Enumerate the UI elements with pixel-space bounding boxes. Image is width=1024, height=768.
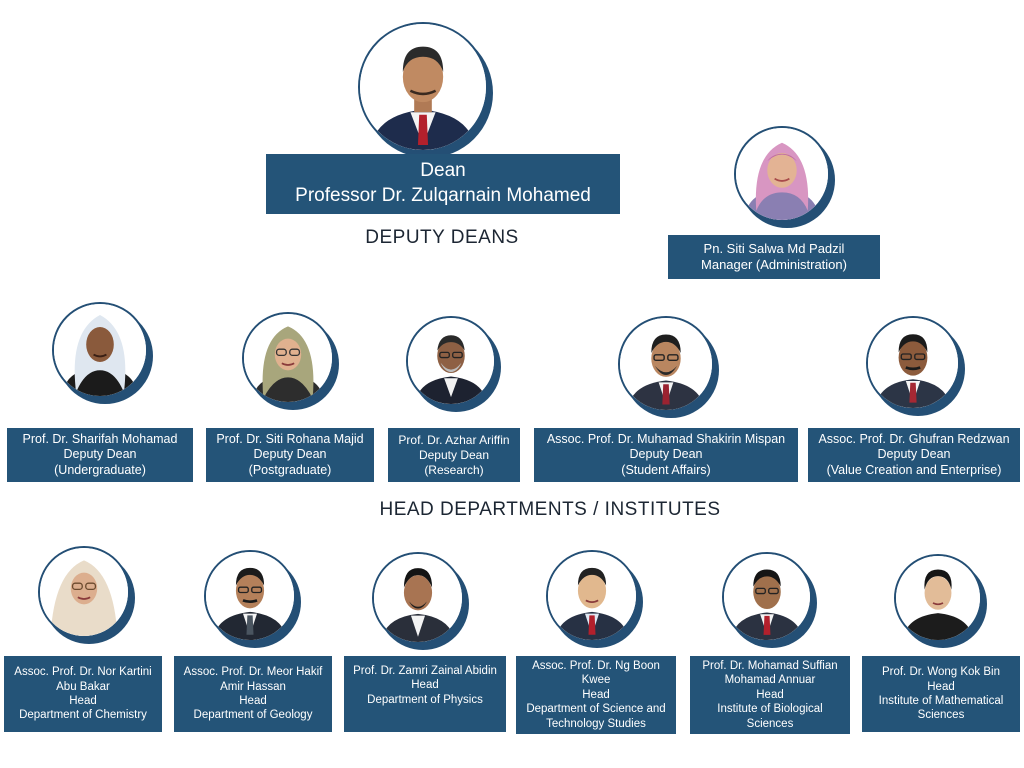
head-name: Prof. Dr. Mohamad Suffian (702, 660, 838, 673)
deputy-unit: (Undergraduate) (54, 462, 146, 477)
deputy-unit: (Research) (424, 462, 484, 477)
person-portrait-icon (548, 552, 636, 640)
head-photo-6 (894, 554, 982, 642)
person-portrait-icon (244, 314, 332, 402)
manager-card: Pn. Siti Salwa Md Padzil Manager (Admini… (668, 235, 880, 279)
head-name: Prof. Dr. Wong Kok Bin (881, 666, 1001, 679)
head-role: Head (756, 688, 784, 701)
head-role: Head (69, 695, 97, 707)
deputy-card-3: Prof. Dr. Azhar Ariffin Deputy Dean (Res… (388, 428, 520, 482)
head-name: Assoc. Prof. Dr. Meor Hakif (183, 666, 323, 679)
dean-card: Dean Professor Dr. Zulqarnain Mohamed (266, 154, 620, 214)
head-role: Head (239, 695, 267, 707)
deputy-card-4: Assoc. Prof. Dr. Muhamad Shakirin Mispan… (534, 428, 798, 482)
deputy-role: Deputy Dean (877, 447, 951, 462)
deputy-card-5: Assoc. Prof. Dr. Ghufran Redzwan Deputy … (808, 428, 1020, 482)
head-unit-cont: Sciences (746, 717, 794, 730)
head-name-cont: Kwee (581, 674, 611, 687)
deputy-card-2: Prof. Dr. Siti Rohana Majid Deputy Dean … (206, 428, 374, 482)
head-photo-1 (38, 546, 130, 638)
head-card-6: Prof. Dr. Wong Kok Bin Head Institute of… (862, 656, 1020, 732)
head-unit-cont: Sciences (917, 709, 965, 722)
head-unit: Institute of Mathematical (878, 695, 1004, 707)
deputy-name: Prof. Dr. Sharifah Mohamad (22, 431, 178, 446)
deputy-unit: (Postgraduate) (248, 462, 332, 477)
person-portrait-icon (360, 24, 486, 150)
deputy-name: Assoc. Prof. Dr. Ghufran Redzwan (818, 431, 1010, 446)
head-card-2: Assoc. Prof. Dr. Meor Hakif Amir Hassan … (174, 656, 332, 732)
head-name-cont: Abu Bakar (56, 680, 110, 693)
deputy-role: Deputy Dean (418, 447, 490, 462)
head-photo-2 (204, 550, 296, 642)
head-photo-3 (372, 552, 464, 644)
person-portrait-icon (40, 548, 128, 636)
deputy-name: Prof. Dr. Siti Rohana Majid (216, 431, 364, 446)
head-unit-cont: Technology Studies (546, 717, 646, 730)
person-portrait-icon (868, 318, 958, 408)
deputy-role: Deputy Dean (63, 447, 137, 462)
deputy-unit: (Student Affairs) (621, 462, 711, 477)
head-name-cont: Mohamad Annuar (724, 674, 816, 687)
deputy-photo-5 (866, 316, 960, 410)
head-role: Head (411, 679, 439, 692)
head-unit: Department of Geology (193, 709, 313, 722)
person-portrait-icon (408, 318, 494, 404)
deputy-unit: (Value Creation and Enterprise) (826, 462, 1002, 477)
dean-photo (358, 22, 488, 152)
head-card-1: Assoc. Prof. Dr. Nor Kartini Abu Bakar H… (4, 656, 162, 732)
person-portrait-icon (206, 552, 294, 640)
head-role: Head (927, 680, 955, 693)
person-portrait-icon (896, 556, 980, 640)
head-name: Assoc. Prof. Dr. Nor Kartini (14, 666, 152, 679)
deputy-name: Assoc. Prof. Dr. Muhamad Shakirin Mispan (546, 431, 786, 446)
head-name: Assoc. Prof. Dr. Ng Boon (532, 660, 660, 673)
manager-photo (734, 126, 830, 222)
dean-title: Dean (420, 160, 466, 182)
head-role: Head (582, 688, 610, 701)
head-card-5: Prof. Dr. Mohamad Suffian Mohamad Annuar… (690, 656, 850, 734)
head-unit: Department of Physics (367, 693, 483, 706)
head-unit: Department of Science and (526, 703, 666, 716)
deputy-deans-heading: DEPUTY DEANS (365, 227, 519, 248)
person-portrait-icon (736, 128, 828, 220)
manager-role: Manager (Administration) (701, 257, 847, 272)
heads-heading: HEAD DEPARTMENTS / INSTITUTES (379, 499, 721, 520)
deputy-card-1: Prof. Dr. Sharifah Mohamad Deputy Dean (… (7, 428, 193, 482)
person-portrait-icon (374, 554, 462, 642)
person-portrait-icon (54, 304, 146, 396)
deputy-photo-2 (242, 312, 334, 404)
deputy-photo-3 (406, 316, 496, 406)
head-photo-5 (722, 552, 812, 642)
deputy-role: Deputy Dean (253, 447, 327, 462)
head-photo-4 (546, 550, 638, 642)
deputy-photo-4 (618, 316, 714, 412)
person-portrait-icon (620, 318, 712, 410)
head-name: Prof. Dr. Zamri Zainal Abidin (353, 665, 497, 677)
deputy-role: Deputy Dean (629, 447, 703, 462)
deputy-photo-1 (52, 302, 148, 398)
head-name-cont: Amir Hassan (220, 680, 286, 693)
head-card-3: Prof. Dr. Zamri Zainal Abidin Head Depar… (344, 656, 506, 732)
deputy-name: Prof. Dr. Azhar Ariffin (398, 432, 510, 447)
manager-name: Pn. Siti Salwa Md Padzil (703, 240, 845, 256)
head-unit: Institute of Biological (717, 703, 823, 716)
person-portrait-icon (724, 554, 810, 640)
head-card-4: Assoc. Prof. Dr. Ng Boon Kwee Head Depar… (516, 656, 676, 734)
dean-name: Professor Dr. Zulqarnain Mohamed (295, 185, 591, 206)
head-unit: Department of Chemistry (19, 709, 147, 722)
